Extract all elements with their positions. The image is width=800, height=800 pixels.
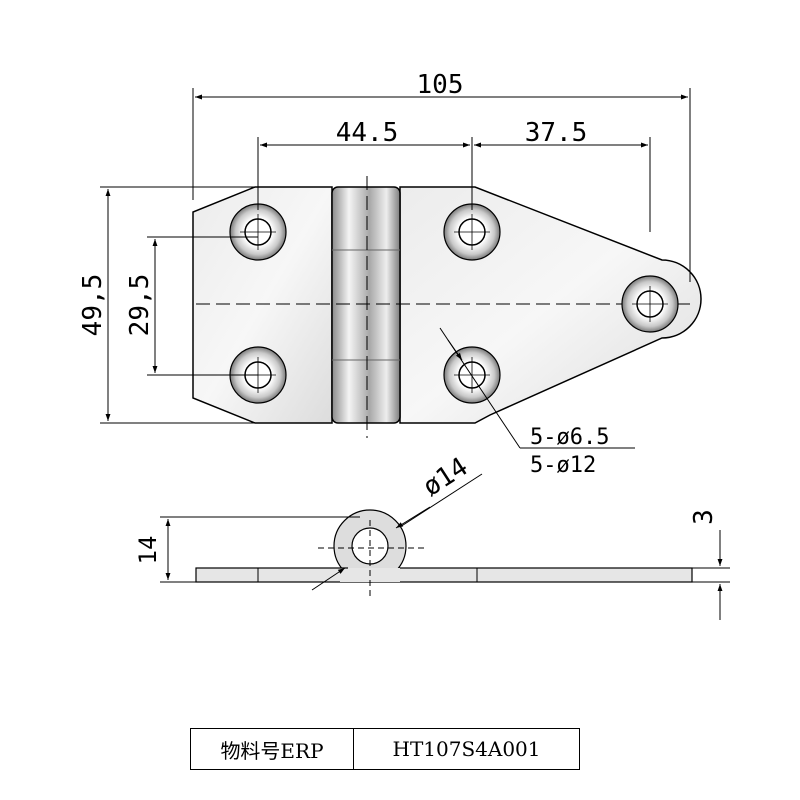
knuckle-barrel [331, 186, 401, 424]
dim-knuckle-height: 14 [134, 536, 162, 565]
side-plate [195, 567, 693, 583]
hole-callout-small: 5-ø6.5 [530, 425, 609, 450]
mounting-hole [443, 203, 501, 261]
side-dimension-lines [160, 473, 730, 620]
dim-overall-height: 49,5 [78, 274, 108, 337]
dim-hole-spacing-left: 44.5 [336, 118, 399, 148]
hinge-side-view [195, 509, 693, 598]
mounting-hole [229, 203, 287, 261]
hole-callout-large: 5-ø12 [530, 453, 596, 478]
dim-overall-length: 105 [417, 70, 464, 100]
dim-hole-height: 29,5 [125, 274, 155, 337]
mounting-hole [621, 275, 679, 333]
dim-hole-spacing-right: 37.5 [525, 118, 588, 148]
dim-knuckle-diameter: ø14 [418, 452, 474, 503]
hinge-top-view [192, 176, 702, 438]
dimension-lines [100, 88, 691, 449]
dim-plate-thickness: 3 [689, 509, 719, 525]
mounting-hole [443, 346, 501, 404]
erp-label: 物料号ERP [190, 728, 354, 770]
erp-info-table: 物料号ERP HT107S4A001 [190, 728, 580, 770]
erp-code: HT107S4A001 [353, 728, 580, 770]
